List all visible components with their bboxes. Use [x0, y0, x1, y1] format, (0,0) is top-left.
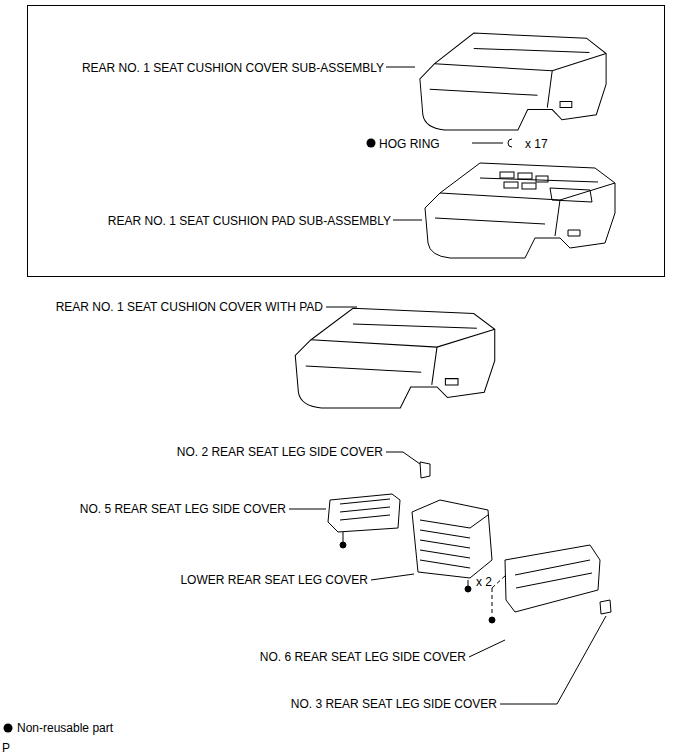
part-label: x 2 [476, 575, 492, 589]
part-name: x 17 [525, 137, 548, 151]
part-name: HOG RING [379, 137, 440, 151]
group-frame: REAR NO. 1 SEAT CUSHION COVER SUB-ASSEMB… [27, 5, 665, 277]
part-label: P [2, 741, 10, 755]
legend-text: Non-reusable part [17, 721, 113, 735]
part-label: NO. 2 REAR SEAT LEG SIDE COVER [177, 445, 383, 459]
part-label: NO. 5 REAR SEAT LEG SIDE COVER [80, 502, 286, 516]
part-label: NO. 3 REAR SEAT LEG SIDE COVER [291, 697, 497, 711]
part-label: REAR NO. 1 SEAT CUSHION COVER WITH PAD [56, 300, 323, 314]
part-label: LOWER REAR SEAT LEG COVER [180, 573, 368, 587]
part-name: REAR NO. 1 SEAT CUSHION COVER SUB-ASSEMB… [82, 61, 384, 75]
part-name: REAR NO. 1 SEAT CUSHION PAD SUB-ASSEMBLY [108, 214, 391, 228]
part-label: NO. 6 REAR SEAT LEG SIDE COVER [260, 650, 466, 664]
